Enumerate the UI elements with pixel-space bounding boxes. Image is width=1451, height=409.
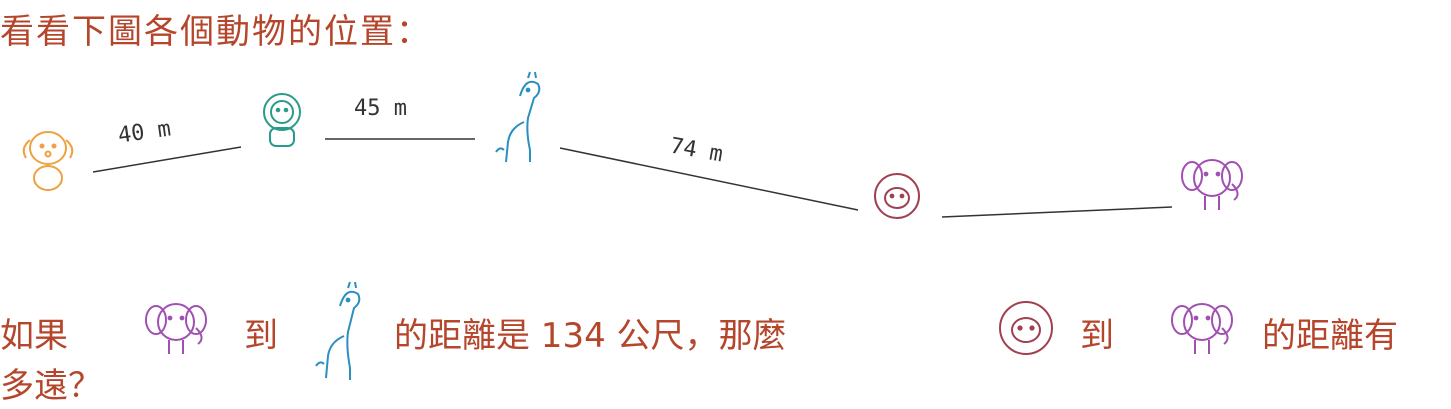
question-line-1: 看看下圖各個動物的位置： [0, 12, 432, 52]
elephant-icon [145, 303, 207, 354]
connector-giraffe-sheep [559, 147, 859, 211]
question-part-2: 到 [244, 316, 278, 356]
connector-dog-lion [92, 146, 242, 173]
connector-sheep-elephant [941, 206, 1173, 218]
question-part-1: 如果 [0, 316, 68, 356]
question-part-4: 到 [1080, 316, 1114, 356]
dog-icon [22, 131, 74, 191]
distance-lion-giraffe: 45 m [354, 96, 407, 121]
question-part-6: 多遠？ [0, 366, 102, 406]
elephant-icon [1181, 159, 1243, 210]
giraffe-icon [495, 71, 541, 163]
question-part-5: 的距離有 [1262, 316, 1398, 356]
lion-icon [263, 93, 301, 147]
question-part-3: 的距離是 134 公尺，那麼 [394, 316, 787, 356]
elephant-icon [1171, 303, 1233, 354]
giraffe-icon [315, 281, 361, 380]
sheep-icon [999, 301, 1053, 355]
sheep-icon [874, 173, 920, 219]
